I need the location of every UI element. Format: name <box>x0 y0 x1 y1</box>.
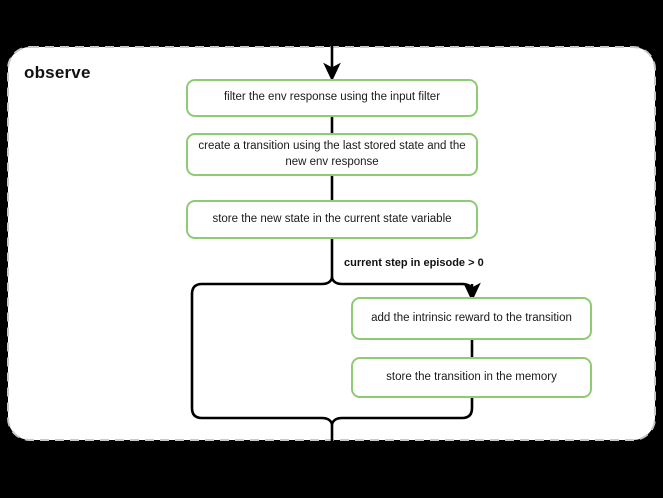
node-add-intrinsic-reward[interactable]: add the intrinsic reward to the transiti… <box>351 297 592 340</box>
group-title-observe: observe <box>24 63 91 82</box>
edge-bypass-branch <box>190 276 334 426</box>
node-store-transition-memory[interactable]: store the transition in the memory <box>351 357 592 398</box>
node-filter-env-response[interactable]: filter the env response using the input … <box>186 79 478 117</box>
node-create-transition[interactable]: create a transition using the last store… <box>186 133 478 176</box>
edge-label-condition-step-gt-zero: current step in episode > 0 <box>344 257 484 269</box>
edge-store-memory-to-merge <box>330 396 474 426</box>
node-store-new-state[interactable]: store the new state in the current state… <box>186 200 478 239</box>
